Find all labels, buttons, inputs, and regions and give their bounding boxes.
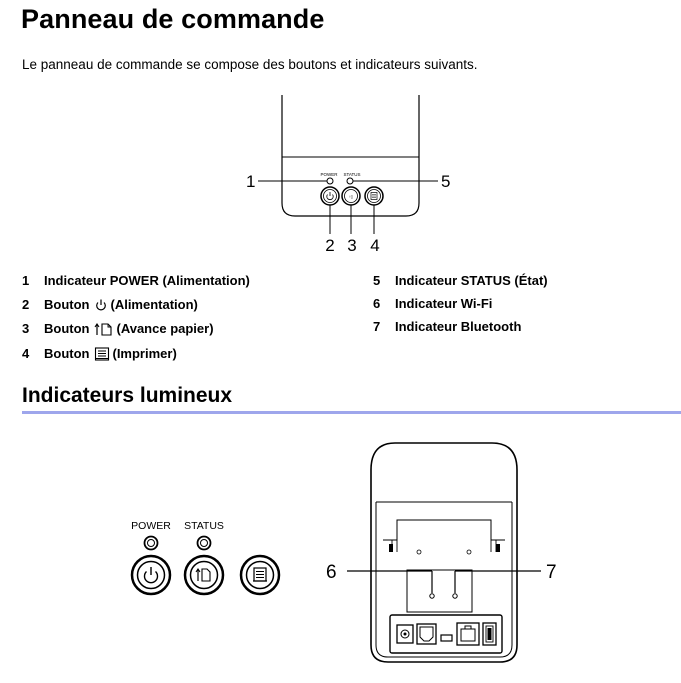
legend-item-2: 2 Bouton (Alimentation) [22,297,198,312]
legend-item-3: 3 Bouton (Avance papier) [22,321,214,336]
status-small-label: STATUS [343,172,360,177]
serial-port [416,623,437,645]
callout-6: 6 [326,562,337,583]
callout-3: 3 [347,236,356,255]
power-label: POWER [131,520,171,532]
wifi-indicator [429,593,435,599]
lan-port [456,622,480,646]
callout-7: 7 [546,562,557,583]
power-indicator [326,177,334,185]
callout-5: 5 [441,172,450,191]
indicator-lights-diagram: POWER STATUS [130,520,281,596]
legend-item-5: 5 Indicateur STATUS (État) [373,273,548,288]
power-button-large [130,554,172,596]
legend-item-4: 4 Bouton (Imprimer) [22,346,177,361]
section-title: Indicateurs lumineux [22,384,233,407]
usb-port [482,622,497,646]
feed-button-large [183,554,225,596]
power-icon [96,299,107,310]
mini-usb-port [440,634,453,642]
feed-button: ↑▯ [341,186,361,206]
power-led [143,535,159,551]
status-indicator [346,177,354,185]
printer-rear-diagram: 6 7 [326,442,557,663]
intro-text: Le panneau de commande se compose des bo… [22,57,478,72]
legend-item-1: 1 Indicateur POWER (Alimentation) [22,273,250,288]
section-divider [22,411,681,414]
callout-2: 2 [325,236,334,255]
legend-item-6: 6 Indicateur Wi-Fi [373,296,493,311]
bluetooth-indicator [452,593,458,599]
legend-item-7: 7 Indicateur Bluetooth [373,319,522,334]
status-led [196,535,212,551]
print-icon [95,346,110,361]
control-panel-diagram: POWER STATUS ↑▯ 1 5 2 3 4 [246,95,450,255]
power-button [320,186,340,206]
svg-text:↑▯: ↑▯ [349,194,353,199]
page-title: Panneau de commande [21,4,325,34]
callout-1: 1 [246,172,255,191]
status-label: STATUS [184,520,224,532]
paper-feed-icon [95,322,113,336]
callout-4: 4 [370,236,379,255]
print-button [364,186,384,206]
print-button-large [239,554,281,596]
power-small-label: POWER [320,172,338,177]
power-port [396,624,414,644]
